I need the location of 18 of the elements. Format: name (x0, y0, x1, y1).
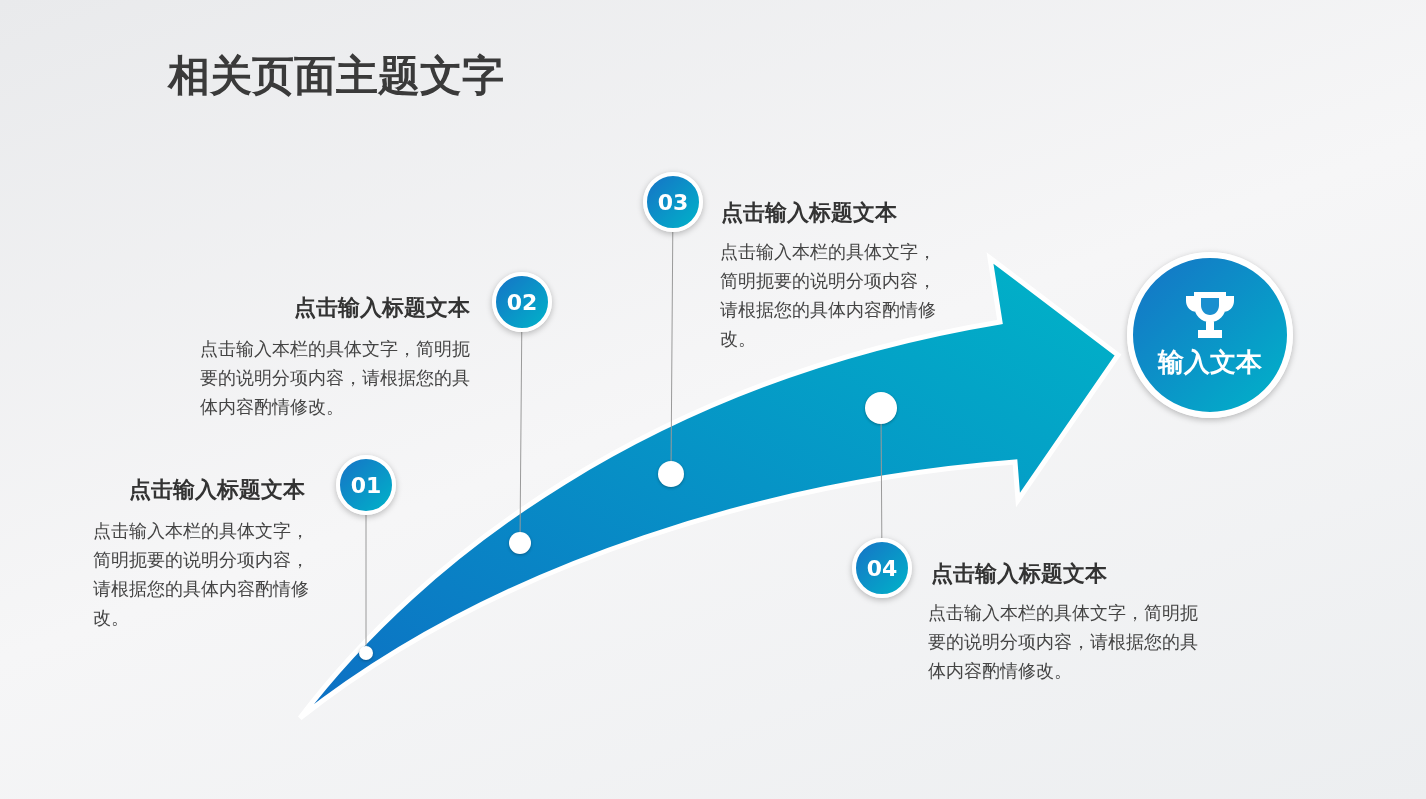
step-heading: 点击输入标题文本 (294, 294, 470, 322)
step-heading: 点击输入标题文本 (721, 199, 897, 227)
step-description: 点击输入本栏的具体文字，简明扼要的说明分项内容，请根据您的具体内容酌情修改。 (93, 519, 310, 630)
number-badge: 02 (492, 272, 552, 332)
step-description: 点击输入本栏的具体文字，简明扼要的说明分项内容，请根据您的具体内容酌情修改。 (928, 601, 1199, 683)
leader-line (519, 331, 523, 533)
number-badge: 01 (336, 455, 396, 515)
leader-line (365, 514, 367, 647)
leader-line (880, 423, 883, 539)
circle-label: 输入文本 (1158, 345, 1262, 379)
number-badge: 04 (852, 538, 912, 598)
number-badge: 03 (643, 172, 703, 232)
leader-line (670, 231, 674, 462)
step-heading: 点击输入标题文本 (931, 560, 1107, 588)
step-heading: 点击输入标题文本 (129, 476, 305, 504)
step-description: 点击输入本栏的具体文字，简明扼要的说明分项内容，请根据您的具体内容酌情修改。 (200, 337, 471, 419)
page-title: 相关页面主题文字 (168, 50, 504, 102)
step-description: 点击输入本栏的具体文字，简明扼要的说明分项内容，请根据您的具体内容酌情修改。 (720, 240, 937, 351)
